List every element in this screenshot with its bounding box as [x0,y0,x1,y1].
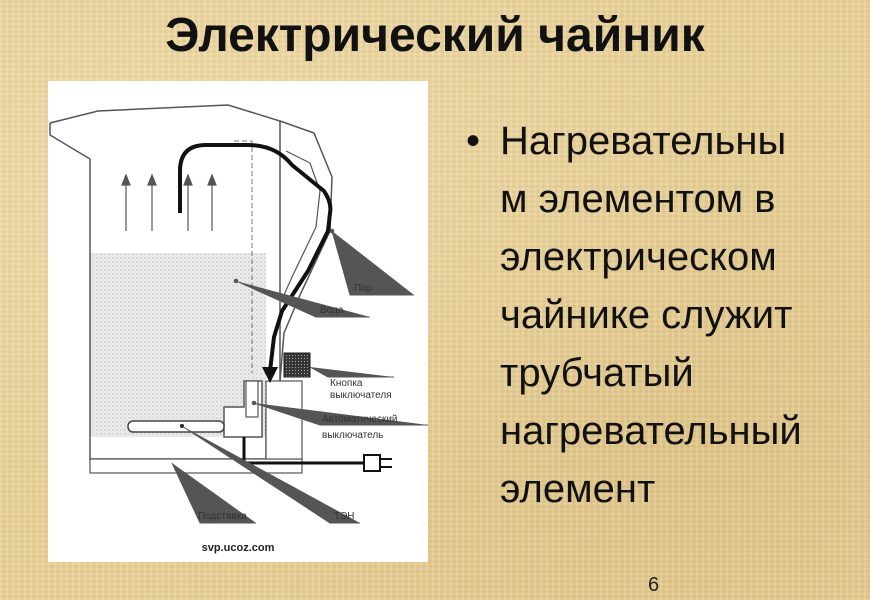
page-number: 6 [648,574,660,596]
label-stand: Подставка [198,511,247,522]
level-tube [234,140,253,373]
bullet-item: • Нагревательны м элементом в электричес… [462,112,862,518]
kettle-diagram: Пар Вода Кнопка выключателя Автоматическ… [48,81,428,562]
label-steam: Пар [354,283,373,294]
heating-element [127,420,225,433]
steam-arrows [121,173,217,231]
flow-path [178,143,333,372]
kettle-lid [49,104,281,211]
slide-title: Электрический чайник [165,9,705,62]
kettle-base [89,458,303,474]
flow-arrowhead [262,367,278,383]
source-credit: svp.ucoz.com [201,542,275,554]
switch-lever [245,380,259,418]
power-plug [363,454,381,472]
button-leader [309,366,394,378]
kettle-diagram-svg: Пар Вода Кнопка выключателя Автоматическ… [49,104,428,524]
bullet-list: • Нагревательны м элементом в электричес… [462,112,862,518]
steam-leader [331,230,414,296]
label-water: Вода [320,305,344,316]
label-heater: ТЭН [334,511,355,522]
stand-block [265,380,303,460]
label-button-2: выключателя [330,390,392,401]
power-button [283,352,311,378]
heater-leader [181,425,360,524]
switch-leader [253,402,428,426]
label-switch-1: Автоматический [322,414,398,425]
label-switch-2: выключатель [322,430,383,441]
water-leader [235,280,370,318]
label-button-1: Кнопка [330,378,363,389]
stand-leader [171,462,256,524]
bullet-icon: • [466,119,481,163]
bullet-text: Нагревательны м элементом в электрическо… [500,119,802,511]
